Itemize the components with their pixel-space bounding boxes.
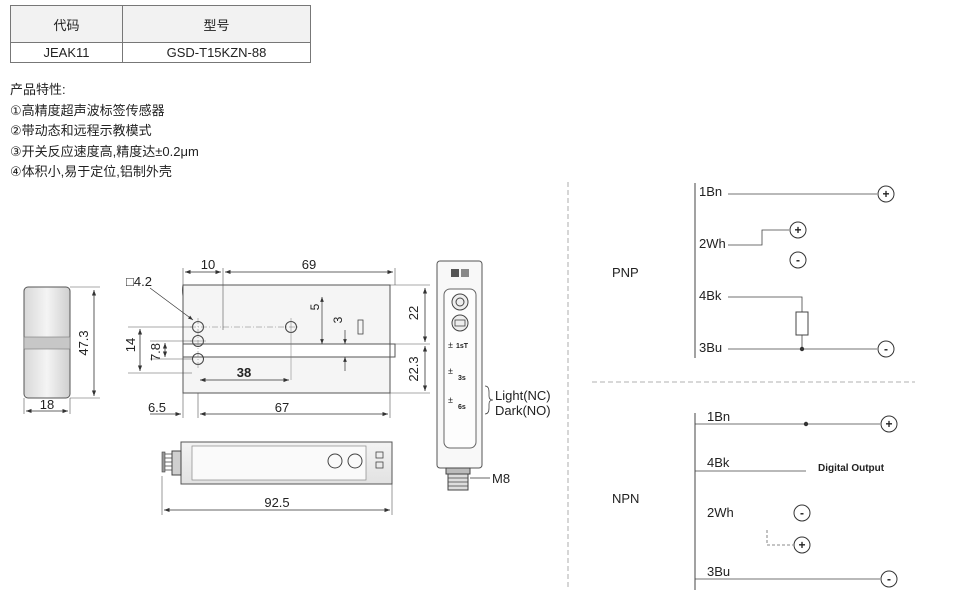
sensitivity-knob-icon — [451, 293, 469, 311]
front-view: 10 69 □4.2 5 3 22 22.3 14 7.8 38 — [123, 257, 430, 418]
cell-code: JEAK11 — [10, 42, 123, 63]
panel-label-1: 1sT — [456, 343, 469, 350]
npn-wire-4bk: 4Bk — [707, 455, 730, 470]
plus-icon — [877, 185, 895, 203]
model-table: 代码 型号 JEAK11 GSD-T15KZN-88 — [10, 5, 311, 63]
load-resistor-icon — [795, 311, 809, 336]
dim-height: 47.3 — [76, 330, 91, 355]
header-model: 型号 — [122, 5, 311, 43]
npn-label: NPN — [612, 491, 639, 506]
mode-dark: Dark(NO) — [495, 403, 551, 418]
svg-text:-: - — [796, 253, 800, 267]
side-view: 47.3 18 — [23, 286, 100, 414]
plus-icon — [793, 536, 811, 554]
pnp-wire-4bk: 4Bk — [699, 288, 722, 303]
connector-label: M8 — [492, 471, 510, 486]
features-list: 产品特性: ①高精度超声波标签传感器 ②带动态和远程示教模式 ③开关反应速度高,… — [10, 80, 199, 183]
pnp-label: PNP — [612, 265, 639, 280]
pnp-wiring: PNP 1Bn + 2Wh + - 4Bk 3Bu - — [612, 183, 895, 358]
features-title: 产品特性: — [10, 82, 66, 97]
minus-icon — [877, 340, 895, 358]
svg-text:+: + — [794, 223, 801, 237]
dim-3: 3 — [331, 316, 345, 323]
svg-text:-: - — [884, 342, 888, 356]
dim-92-5: 92.5 — [264, 495, 289, 510]
plus-icon — [789, 221, 807, 239]
cell-model: GSD-T15KZN-88 — [122, 42, 311, 63]
npn-wire-3bu: 3Bu — [707, 564, 730, 579]
feature-item: ③开关反应速度高,精度达±0.2μm — [10, 143, 199, 159]
panel-pm-3: ± — [448, 395, 453, 405]
dim-67: 67 — [275, 400, 289, 415]
panel-label-3: 6s — [458, 404, 466, 411]
dim-square-hole: □4.2 — [126, 274, 152, 289]
bottom-view: 92.5 — [161, 441, 393, 515]
svg-text:-: - — [800, 506, 804, 520]
dim-6-5: 6.5 — [148, 400, 166, 415]
teach-button-icon — [451, 314, 469, 332]
pnp-wire-3bu: 3Bu — [699, 340, 722, 355]
dim-10: 10 — [201, 257, 215, 272]
panel-pm-1: ± — [448, 340, 453, 350]
dim-width: 18 — [40, 397, 54, 412]
header-code: 代码 — [10, 5, 123, 43]
dim-14: 14 — [123, 338, 138, 352]
mode-light: Light(NC) — [495, 388, 551, 403]
panel-label-2: 3s — [458, 375, 466, 382]
npn-wiring: NPN 1Bn + 4Bk Digital Output 2Wh - + 3Bu… — [612, 409, 898, 590]
npn-wire-2wh: 2Wh — [707, 505, 734, 520]
dim-7-8: 7.8 — [148, 343, 163, 361]
digital-output-label: Digital Output — [818, 463, 885, 474]
dim-22: 22 — [406, 306, 421, 320]
dim-5: 5 — [308, 303, 322, 310]
minus-icon — [789, 251, 807, 269]
pnp-wire-2wh: 2Wh — [699, 236, 726, 251]
pnp-wire-1bn: 1Bn — [699, 184, 722, 199]
feature-item: ②带动态和远程示教模式 — [10, 123, 152, 138]
svg-text:+: + — [798, 538, 805, 552]
feature-item: ①高精度超声波标签传感器 — [10, 102, 165, 118]
control-panel-view: ± 1sT ± 3s ± 6s Light(NC) Dark(NO) M8 — [436, 260, 551, 491]
svg-text:+: + — [882, 187, 889, 201]
dim-22-3: 22.3 — [406, 356, 421, 381]
panel-pm-2: ± — [448, 366, 453, 376]
minus-icon — [793, 504, 811, 522]
feature-item: ④体积小,易于定位,铝制外壳 — [10, 164, 172, 179]
svg-text:-: - — [887, 572, 891, 586]
dim-38: 38 — [237, 365, 251, 380]
plus-icon — [880, 415, 898, 433]
svg-text:+: + — [885, 417, 892, 431]
dim-69: 69 — [302, 257, 316, 272]
npn-wire-1bn: 1Bn — [707, 409, 730, 424]
minus-icon — [880, 570, 898, 588]
